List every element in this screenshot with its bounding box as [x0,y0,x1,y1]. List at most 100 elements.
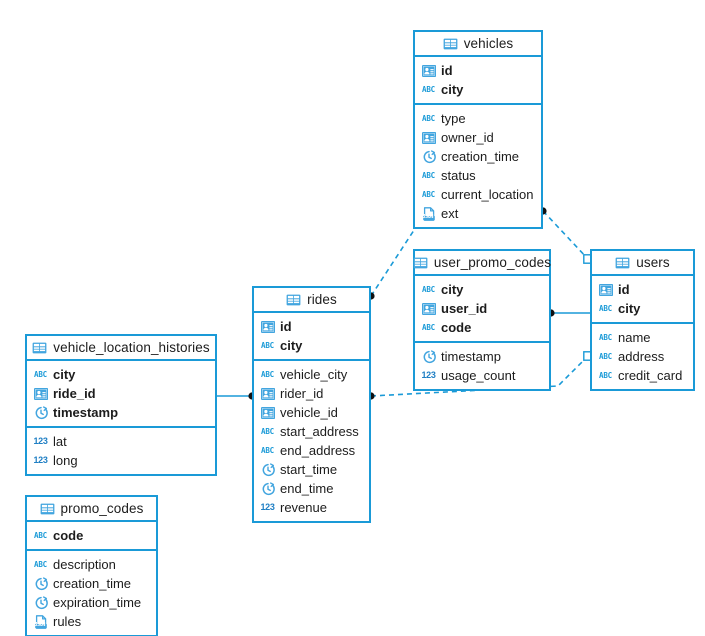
primary-key-id[interactable]: id [254,317,369,336]
relationship-user_promo_codes-users[interactable] [547,309,590,317]
column-end_time[interactable]: end_time [254,479,369,498]
table-name: user_promo_codes [433,255,552,270]
table-header-users[interactable]: users [592,251,693,276]
relationship-vehicle_location_histories-rides[interactable] [217,392,256,400]
primary-key-timestamp[interactable]: timestamp [27,403,215,422]
relationship-line [370,223,419,297]
column-label: lat [53,434,67,449]
table-header-vehicle_location_histories[interactable]: vehicle_location_histories [27,336,215,361]
column-label: revenue [280,500,327,515]
column-label: vehicle_city [280,367,348,382]
column-timestamp[interactable]: timestamp [415,347,549,366]
id-card-icon [260,319,275,334]
table-header-promo_codes[interactable]: promo_codes [27,497,156,522]
table-grid-icon [32,340,47,355]
primary-key-city[interactable]: ABC city [27,365,215,384]
column-ext[interactable]: JSON ext [415,204,541,223]
column-label: city [53,367,76,382]
abc-icon: ABC [34,560,47,569]
column-label: vehicle_id [280,405,338,420]
abc-icon: ABC [261,446,274,455]
json-file-icon: JSON [421,206,436,221]
column-start_address[interactable]: ABC start_address [254,422,369,441]
column-rules[interactable]: JSON rules [27,612,156,631]
column-creation_time[interactable]: creation_time [27,574,156,593]
column-label: timestamp [53,405,119,420]
column-lat[interactable]: 123 lat [27,432,215,451]
table-name: rides [307,292,337,307]
column-label: code [53,528,84,543]
column-vehicle_id[interactable]: vehicle_id [254,403,369,422]
column-label: user_id [441,301,488,316]
column-rider_id[interactable]: rider_id [254,384,369,403]
column-label: rider_id [280,386,324,401]
id-card-icon [260,386,275,401]
table-name: vehicles [463,36,514,51]
clock-icon [260,462,275,477]
primary-key-user_id[interactable]: user_id [415,299,549,318]
table-header-vehicles[interactable]: vehicles [415,32,541,57]
table-name: users [636,255,670,270]
abc-icon: ABC [34,370,47,379]
column-long[interactable]: 123 long [27,451,215,470]
id-card-icon [421,63,436,78]
number-123-icon: 123 [33,436,48,446]
column-label: city [280,338,303,353]
primary-key-ride_id[interactable]: ride_id [27,384,215,403]
column-expiration_time[interactable]: expiration_time [27,593,156,612]
column-label: ext [441,206,459,221]
column-label: current_location [441,187,534,202]
column-start_time[interactable]: start_time [254,460,369,479]
json-file-icon: JSON [33,614,48,629]
column-creation_time[interactable]: creation_time [415,147,541,166]
primary-key-id[interactable]: id [415,61,541,80]
column-label: code [441,320,472,335]
column-owner_id[interactable]: owner_id [415,128,541,147]
column-label: expiration_time [53,595,142,610]
column-group: 123 lat 123 long [27,426,215,474]
column-label: rules [53,614,82,629]
column-label: start_address [280,424,359,439]
clock-icon [421,349,436,364]
column-label: ride_id [53,386,96,401]
abc-icon: ABC [422,171,435,180]
number-123-icon: 123 [33,455,48,465]
clock-icon [421,149,436,164]
table-header-user_promo_codes[interactable]: user_promo_codes [413,251,552,276]
column-label: long [53,453,78,468]
table-header-rides[interactable]: rides [254,288,369,313]
abc-icon: ABC [261,427,274,436]
primary-key-id[interactable]: id [592,280,693,299]
abc-icon: ABC [599,333,612,342]
column-label: credit_card [618,368,683,383]
number-123-icon: 123 [421,370,436,380]
